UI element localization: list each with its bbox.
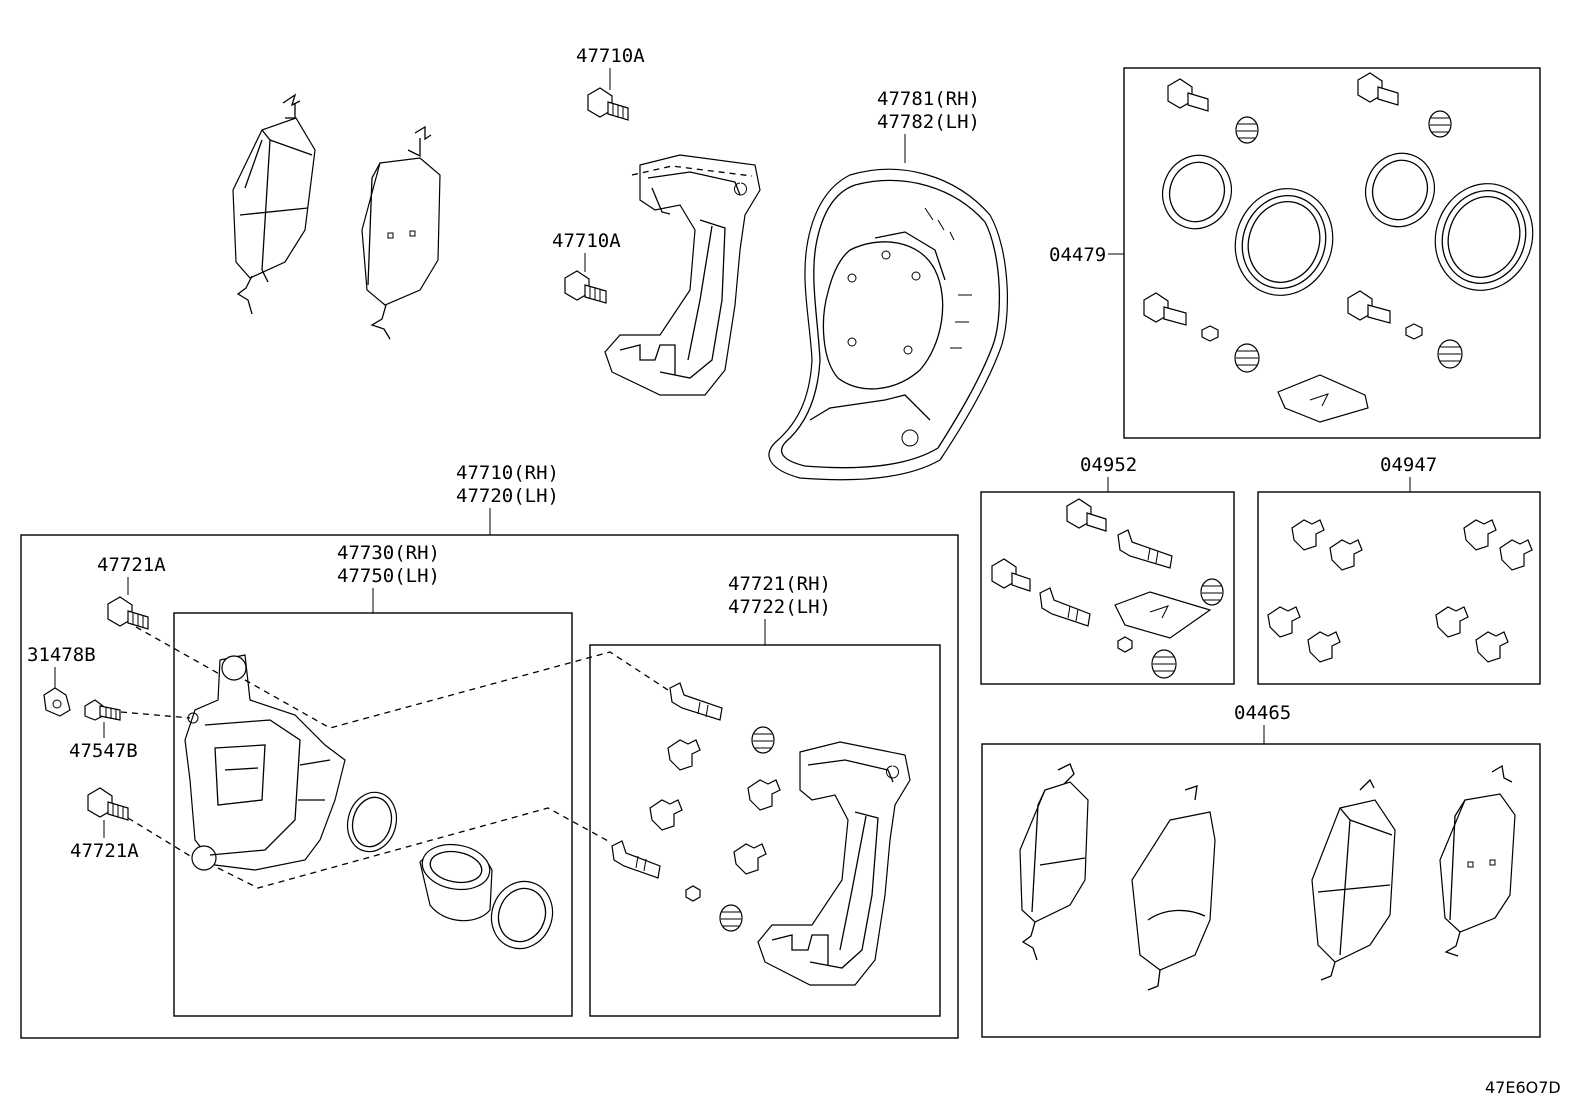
label-caliper-rh: 47710(RH) [456,462,559,484]
piston-seal-illustration [346,791,398,853]
kit-04947-parts-illustration [1267,519,1533,663]
figure-code: 47E6O7D [1485,1078,1561,1097]
label-bleeder: 47547B [69,740,138,762]
bolt-47721a-upper-illustration [107,596,149,630]
bolt-47710a-top-illustration [587,87,629,121]
label-bolt-lower: 47721A [70,840,139,862]
piston-boot-illustration [490,880,554,950]
label-body-rh: 47730(RH) [337,542,440,564]
label-kit-04465: 04465 [1234,702,1291,724]
bolt-47710a-mid-illustration [564,270,607,304]
brake-pad-outer-illustration [232,93,316,315]
label-bolt-mid: 47710A [552,230,621,252]
label-bolt-top: 47710A [576,45,645,67]
caliper-body-box [173,612,573,1017]
kit-04465-box [981,743,1541,1038]
bleeder-cap-illustration [43,687,71,717]
label-kit-04952: 04952 [1080,454,1137,476]
kit-04952-box [980,491,1235,685]
caliper-mounting-bracket-illustration [604,154,761,396]
caliper-assembly-box [20,534,959,1039]
label-kit-04947: 04947 [1380,454,1437,476]
kit-04947-box [1257,491,1541,685]
kit-04479-parts-illustration [1143,72,1534,423]
mounting-bracket-box [589,644,941,1017]
label-shield-rh: 47781(RH) [877,88,980,110]
label-bolt-upper: 47721A [97,554,166,576]
kit-04479-box [1123,67,1541,439]
label-caliper-lh: 47720(LH) [456,485,559,507]
label-shield-lh: 47782(LH) [877,111,980,133]
bolt-47721a-lower-illustration [87,787,129,821]
caliper-body-illustration [184,654,346,871]
kit-04952-parts-illustration [991,498,1224,679]
mounting-bracket-illustration [611,682,911,986]
label-mount-lh: 47722(LH) [728,596,831,618]
label-cap: 31478B [27,644,96,666]
bleeder-plug-illustration [84,699,121,721]
brake-pad-inner-illustration [361,125,441,340]
dust-shield-illustration [768,168,1009,481]
label-mount-rh: 47721(RH) [728,573,831,595]
kit-04465-pads-illustration [1019,763,1516,991]
label-kit-04479: 04479 [1049,244,1106,266]
piston-illustration [419,843,493,922]
label-body-lh: 47750(LH) [337,565,440,587]
